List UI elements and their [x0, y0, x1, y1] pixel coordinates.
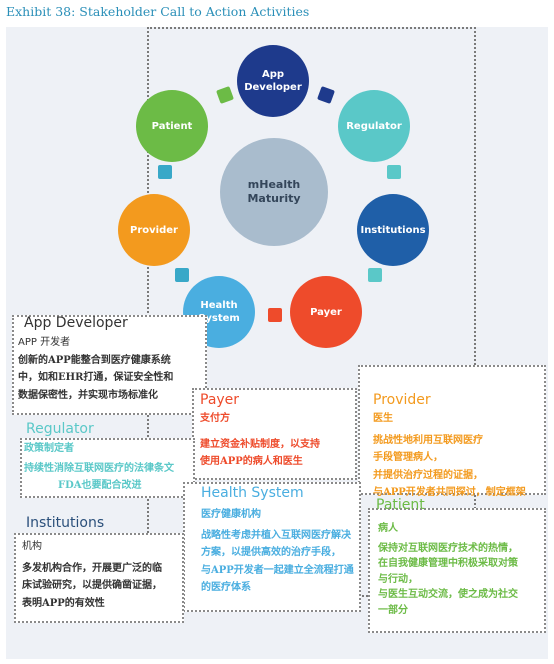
health-system-heading: Health System	[201, 485, 304, 501]
connector-payer-healthsystem	[268, 308, 282, 322]
app-developer-line: 中，如和EHR打通，保证安全性和	[18, 372, 174, 383]
patient-line: 保持对互联网医疗技术的热情，	[378, 542, 518, 554]
payer-line: 使用APP的病人和医生	[200, 456, 303, 467]
institutions-label: Institutions	[360, 224, 426, 236]
exhibit-title: Exhibit 38: Stakeholder Call to Action A…	[6, 4, 310, 19]
provider-line: 并提供治疗过程的证据，	[373, 469, 483, 481]
institutions-line: 床试验研究，以提供确凿证据，	[22, 580, 162, 591]
institutions-card	[14, 533, 184, 623]
app-developer-heading: App Developer	[24, 315, 128, 331]
health-system-line: 与APP开发者一起建立全流程打通	[201, 564, 354, 576]
center-line1: mHealth	[247, 178, 301, 191]
provider-line: 手段管理病人，	[373, 452, 443, 463]
connector-institutions-payer	[368, 268, 382, 282]
center-line2: Maturity	[247, 192, 301, 205]
institutions-sub: 机构	[22, 541, 42, 552]
institutions-heading: Institutions	[26, 515, 105, 531]
patient-sub: 病人	[378, 523, 398, 534]
provider-line: 挑战性地利用互联网医疗	[373, 434, 483, 446]
connector-regulator-institutions	[387, 165, 401, 179]
patient-heading: Patient	[376, 497, 425, 513]
institutions-line: 表明APP的有效性	[22, 597, 105, 609]
institutions-text: 机构 多发机构合作，开展更广泛的临 床试验研究，以提供确凿证据， 表明APP的有…	[22, 538, 162, 612]
patient-label: Patient	[151, 120, 193, 132]
payer-sub: 支付方	[200, 413, 230, 424]
regulator-label: Regulator	[346, 120, 402, 132]
regulator-line: 持续性消除互联网医疗的法律条文	[24, 462, 174, 474]
app-developer-line: 创新的APP能整合到医疗健康系统	[18, 354, 171, 366]
patient-card	[368, 508, 546, 633]
provider-text: 医生 挑战性地利用互联网医疗 手段管理病人， 并提供治疗过程的证据， 与APP开…	[373, 410, 526, 502]
provider-heading: Provider	[373, 392, 431, 408]
health-system-line1: Health	[200, 300, 238, 311]
regulator-circle: Regulator	[338, 90, 410, 162]
patient-circle: Patient	[136, 90, 208, 162]
patient-line: 在自我健康管理中积极采取对策	[378, 558, 518, 569]
provider-line: 与APP开发者共同探讨，制定框架	[373, 487, 526, 498]
patient-text: 病人 保持对互联网医疗技术的热情， 在自我健康管理中积极采取对策 与行动， 与医…	[378, 521, 518, 618]
provider-sub: 医生	[373, 413, 393, 424]
payer-card	[192, 388, 357, 480]
provider-card	[358, 365, 546, 495]
health-system-card	[183, 482, 361, 612]
payer-label: Payer	[310, 306, 342, 318]
connector-provider-patient	[158, 165, 172, 179]
health-system-line: 的医疗体系	[201, 582, 251, 593]
health-system-sub: 医疗健康机构	[201, 509, 261, 520]
provider-label: Provider	[130, 224, 178, 236]
patient-line: 与医生互动交流，使之成为社交	[378, 589, 518, 600]
patient-line: 与行动，	[378, 573, 418, 585]
regulator-text: 政策制定者 持续性消除互联网医疗的法律条文 FDA也要配合改进	[24, 440, 174, 495]
institutions-line: 多发机构合作，开展更广泛的临	[22, 562, 162, 574]
payer-heading: Payer	[200, 392, 240, 408]
patient-line: 一部分	[378, 604, 408, 616]
app-developer-line2: Developer	[244, 82, 302, 93]
payer-line: 建立资金补贴制度，以支持	[200, 438, 320, 450]
health-system-text: 医疗健康机构 战略性考虑并植入互联网医疗解决 方案，以提供高效的治疗手段， 与A…	[201, 506, 354, 597]
app-developer-line: 数据保密性，并实现市场标准化	[18, 389, 158, 401]
health-system-line: 方案，以提供高效的治疗手段，	[201, 547, 341, 558]
institutions-circle: Institutions	[357, 194, 429, 266]
connector-healthsystem-provider	[175, 268, 189, 282]
app-developer-sub: APP 开发者	[18, 337, 71, 348]
app-developer-text: APP 开发者 创新的APP能整合到医疗健康系统 中，如和EHR打通，保证安全性…	[18, 334, 173, 404]
payer-circle: Payer	[290, 276, 362, 348]
payer-text: 支付方 建立资金补贴制度，以支持 使用APP的病人和医生	[200, 410, 320, 471]
regulator-sub: 政策制定者	[24, 443, 74, 454]
regulator-card	[20, 438, 195, 498]
provider-circle: Provider	[118, 194, 190, 266]
app-developer-line1: App	[261, 69, 285, 80]
app-developer-card	[12, 315, 207, 415]
regulator-line: FDA也要配合改进	[58, 480, 142, 491]
health-system-line: 战略性考虑并植入互联网医疗解决	[201, 529, 351, 541]
regulator-heading: Regulator	[26, 421, 94, 437]
health-system-line2: System	[198, 313, 240, 324]
